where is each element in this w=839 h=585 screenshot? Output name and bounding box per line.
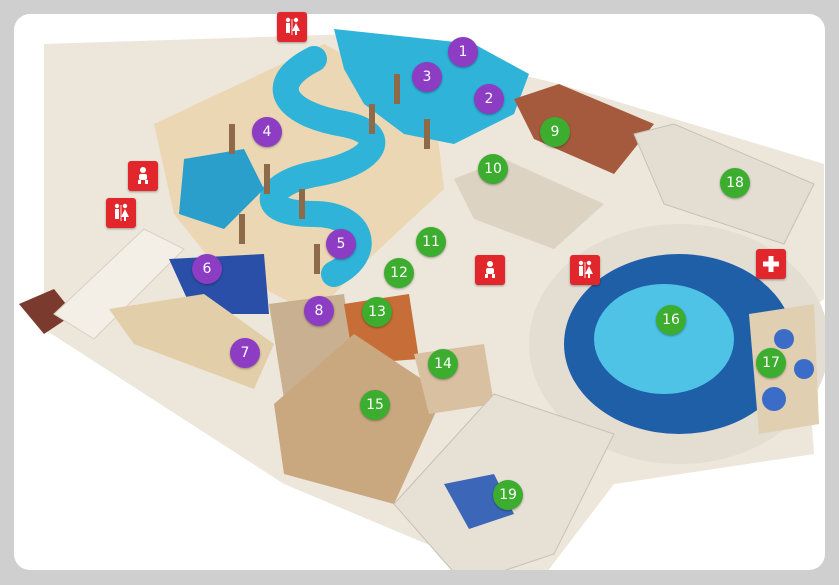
zone-marker-17[interactable]: 17 — [756, 348, 786, 378]
zone-marker-9[interactable]: 9 — [540, 117, 570, 147]
zone-marker-11[interactable]: 11 — [416, 227, 446, 257]
zone-marker-4[interactable]: 4 — [252, 117, 282, 147]
seating-7 — [109, 294, 274, 389]
zone-marker-14[interactable]: 14 — [428, 349, 458, 379]
wave-pool — [179, 149, 264, 229]
palm-trees — [229, 74, 430, 274]
map-card — [14, 14, 825, 570]
baby-care-left[interactable] — [128, 161, 158, 191]
zone-marker-15[interactable]: 15 — [360, 390, 390, 420]
restroom-left[interactable] — [106, 198, 136, 228]
restroom-icon — [114, 203, 129, 221]
zone-marker-19[interactable]: 19 — [493, 480, 523, 510]
baby-care-icon — [138, 167, 148, 184]
main-pool-inner — [594, 284, 734, 394]
zone-marker-7[interactable]: 7 — [230, 338, 260, 368]
zone-marker-1[interactable]: 1 — [448, 37, 478, 67]
restroom-icon — [285, 17, 300, 35]
restroom-icon — [578, 260, 593, 278]
dining-15 — [274, 334, 444, 504]
zone-marker-12[interactable]: 12 — [384, 258, 414, 288]
first-aid-icon — [763, 256, 779, 272]
zone-marker-5[interactable]: 5 — [326, 229, 356, 259]
left-wall — [53, 228, 185, 340]
zone-marker-18[interactable]: 18 — [720, 168, 750, 198]
baby-care-center[interactable] — [475, 255, 505, 285]
restroom-top[interactable] — [277, 12, 307, 42]
first-aid-right[interactable] — [756, 249, 786, 279]
restroom-center[interactable] — [570, 255, 600, 285]
room-9 — [514, 84, 654, 174]
zone-marker-8[interactable]: 8 — [304, 296, 334, 326]
entrance-block — [19, 289, 74, 334]
lazy-river — [259, 46, 386, 287]
zone-marker-10[interactable]: 10 — [478, 154, 508, 184]
zone-marker-16[interactable]: 16 — [656, 305, 686, 335]
zone-marker-6[interactable]: 6 — [192, 254, 222, 284]
floor-map[interactable] — [14, 14, 825, 570]
baby-care-icon — [485, 261, 495, 278]
zone-marker-3[interactable]: 3 — [412, 62, 442, 92]
zone-marker-13[interactable]: 13 — [362, 297, 392, 327]
zone-marker-2[interactable]: 2 — [474, 84, 504, 114]
